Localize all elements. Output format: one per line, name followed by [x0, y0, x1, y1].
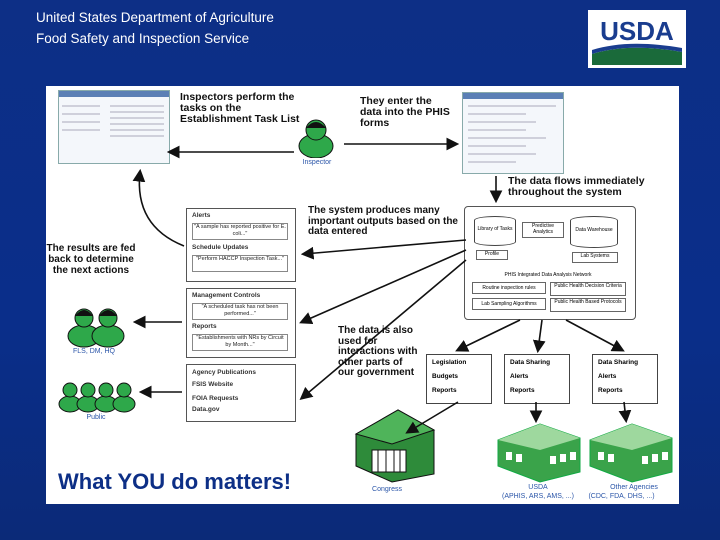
card-3-item-1: Data Sharing	[598, 359, 639, 366]
phis-form-lines	[468, 105, 556, 163]
step-inspectors: Inspectors perform the tasks on the Esta…	[180, 91, 300, 125]
card-2-item-2: Alerts	[510, 373, 529, 380]
card-1-item-1: Legislation	[432, 359, 467, 366]
card-3-item-2: Alerts	[598, 373, 617, 380]
public-label: Public	[86, 414, 106, 421]
fls-label: FLS, DM, HQ	[72, 348, 115, 355]
task-list-screenshot	[58, 90, 170, 164]
card-1-item-3: Reports	[432, 387, 457, 394]
lab-systems: Lab Systems	[572, 252, 618, 263]
predictive-analytics: Predictive Analytics	[522, 222, 564, 238]
public-item-2: FSIS Website	[192, 381, 234, 388]
risk-protocols: Public Health Based Protocols	[550, 298, 626, 312]
step-phis: They enter the data into the PHIS forms	[360, 95, 450, 129]
alerts-box	[186, 208, 296, 282]
reports-title: Reports	[192, 323, 217, 330]
library-of-tasks: Library of Tasks	[474, 216, 516, 246]
lab-sampling: Lab Sampling Algorithms	[472, 298, 546, 310]
public-item-4: Data.gov	[192, 406, 220, 413]
fls-group-icon	[67, 308, 125, 348]
public-outputs-box	[186, 364, 296, 422]
system-network-header: PHIS Integrated Data Analysis Network	[472, 272, 624, 279]
step-flow: The data flows immediately throughout th…	[508, 175, 645, 198]
legislation-card: Legislation Budgets Reports	[426, 354, 492, 404]
other-agencies-building-icon	[589, 423, 673, 483]
management-quote: "A scheduled task has not been performed…	[192, 303, 288, 320]
congress-label: Congress	[372, 486, 402, 493]
usda-logo: USDA	[588, 10, 686, 68]
management-title: Management Controls	[192, 292, 261, 299]
schedule-title: Schedule Updates	[192, 244, 249, 251]
profile: Profile	[476, 250, 508, 260]
data-warehouse: Data Warehouse	[570, 216, 618, 248]
criteria: Public Health Decision Criteria	[550, 282, 626, 296]
usda-logo-text: USDA	[600, 16, 674, 46]
public-item-3: FOIA Requests	[192, 395, 239, 402]
usda-sub-label: (APHIS, ARS, AMS, ...)	[502, 493, 574, 500]
routine-rules: Routine inspection rules	[472, 282, 546, 294]
flow-arrows	[132, 137, 632, 434]
usda-building-icon	[497, 423, 581, 483]
task-list-lines	[62, 105, 164, 137]
header-line-1: United States Department of Agriculture	[36, 10, 274, 25]
reports-quote: "Establishments with NRs by Circuit by M…	[192, 334, 288, 351]
card-2-item-3: Reports	[510, 387, 535, 394]
usda-label: USDA	[528, 484, 548, 491]
management-box	[186, 288, 296, 358]
public-item-1: Agency Publications	[192, 369, 256, 376]
slogan: What YOU do matters!	[58, 469, 292, 494]
step-outputs: The system produces many important outpu…	[308, 205, 458, 237]
other-agencies-sub-label: (CDC, FDA, DHS, ...)	[588, 493, 655, 500]
header-line-2: Food Safety and Inspection Service	[36, 31, 250, 46]
card-3-item-3: Reports	[598, 387, 623, 394]
inspector-label: Inspector	[302, 159, 332, 166]
step-feedback: The results are fed back to determine th…	[46, 243, 136, 276]
usda-sharing-card: Data Sharing Alerts Reports	[504, 354, 570, 404]
schedule-quote: "Perform HACCP Inspection Task..."	[192, 255, 288, 272]
agency-sharing-card: Data Sharing Alerts Reports	[592, 354, 658, 404]
step-interactions: The data is also used for interactions w…	[338, 325, 418, 378]
card-2-item-1: Data Sharing	[510, 359, 551, 366]
diagram-panel: Inspectors perform the tasks on the Esta…	[46, 86, 679, 504]
alerts-title: Alerts	[192, 212, 211, 219]
other-agencies-label: Other Agencies	[610, 484, 658, 491]
inspector-icon	[298, 119, 334, 158]
card-1-item-2: Budgets	[432, 373, 458, 380]
alerts-quote: "A sample has reported positive for E. c…	[192, 223, 288, 240]
public-group-icon	[58, 382, 136, 413]
